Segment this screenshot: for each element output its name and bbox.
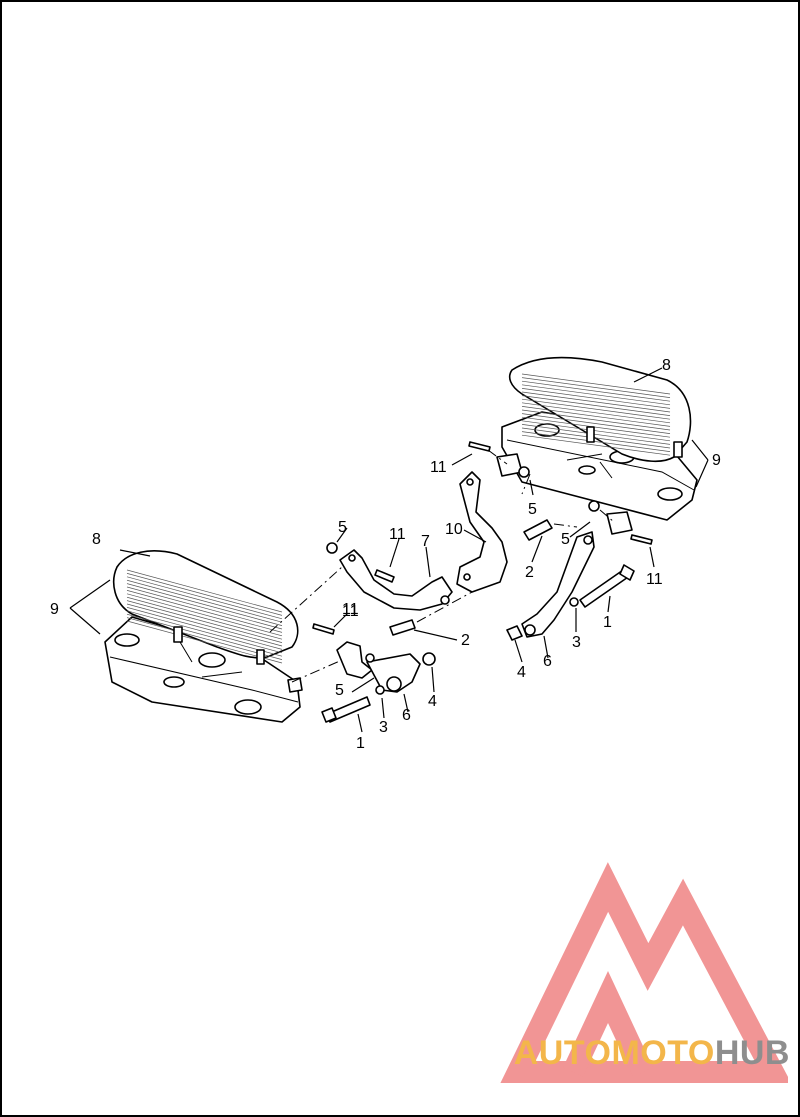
tread-rib [521, 424, 671, 445]
tread-rib [126, 593, 283, 637]
callout-1-left: 1 [356, 735, 365, 752]
center-arch-bracket [339, 549, 453, 611]
callout-11-center: 11 [389, 526, 406, 543]
watermark-hub: HUB [714, 1034, 790, 1072]
callout-3-right: 3 [572, 634, 581, 651]
right-support-arm [521, 531, 595, 638]
callout-3-left: 3 [379, 719, 388, 736]
tread-rib [126, 617, 283, 660]
callout-11-top: 11 [430, 459, 447, 476]
callout-8-right: 8 [662, 357, 671, 374]
callout-11-left: 11 [342, 601, 359, 618]
tread-rib [126, 583, 283, 626]
callout-5-lower-left: 5 [335, 682, 344, 699]
right-tread-ribs [521, 373, 671, 456]
tread-rib [126, 590, 283, 633]
callout-6-left: 6 [402, 707, 411, 724]
callout-1-right: 1 [603, 614, 612, 631]
left-tread-ribs [126, 569, 283, 664]
right-bolt-11a [468, 441, 491, 452]
tread-rib [521, 413, 671, 434]
automotohub-logo-icon [500, 862, 788, 1083]
tread-rib [521, 406, 671, 427]
center-bracket [456, 471, 508, 593]
tread-rib [126, 600, 283, 643]
watermark-text: AUTOMOTOHUB [514, 1034, 790, 1073]
callout-2-center: 2 [461, 632, 470, 649]
tread-rib [521, 398, 671, 420]
tread-rib [521, 402, 671, 424]
left-mount-bracket [336, 641, 373, 679]
center-bolt-2 [389, 619, 416, 636]
right-footboard-assembly [496, 356, 698, 535]
callout-5-center: 5 [338, 519, 347, 536]
callout-11-right: 11 [646, 571, 663, 588]
watermark-auto: AUTO [513, 1034, 612, 1072]
left-bolt-11 [312, 623, 335, 635]
callout-9-right: 9 [712, 452, 721, 469]
callout-9-left: 9 [50, 601, 59, 618]
tread-rib [126, 576, 283, 620]
tread-rib [521, 420, 671, 442]
callout-8-left: 8 [92, 531, 101, 548]
tread-rib [521, 380, 671, 402]
tread-rib [521, 431, 671, 452]
tread-rib [521, 409, 671, 431]
tread-rib [126, 586, 283, 630]
tread-rib [126, 613, 283, 657]
callout-11-lower-left: 11 [342, 603, 359, 620]
callout-7: 7 [421, 533, 430, 550]
callout-2-right: 2 [525, 564, 534, 581]
tread-rib [521, 434, 671, 456]
tread-rib [126, 610, 283, 654]
callout-4-right: 4 [517, 664, 526, 681]
tread-rib [521, 373, 671, 395]
callout-10: 10 [445, 521, 463, 538]
tread-rib [126, 607, 283, 650]
tread-rib [521, 391, 671, 413]
right-bolt-11b [630, 534, 653, 545]
tread-rib [521, 427, 671, 449]
right-bolt-2 [523, 519, 553, 541]
callout-6-right: 6 [543, 653, 552, 670]
left-footboard-assembly [104, 550, 303, 723]
tread-rib [126, 569, 283, 613]
tread-rib [126, 620, 283, 664]
tread-rib [126, 603, 283, 647]
tread-rib [521, 388, 671, 409]
tread-rib [126, 596, 283, 640]
tread-rib [521, 416, 671, 438]
watermark-moto: MOTO [611, 1034, 715, 1072]
tread-rib [521, 384, 671, 406]
callout-4-left: 4 [428, 693, 437, 710]
tread-rib [521, 395, 671, 416]
tread-rib [521, 377, 671, 398]
callout-5-top-right: 5 [528, 501, 537, 518]
tread-rib [126, 573, 283, 616]
tread-rib [126, 579, 283, 623]
callout-5-right: 5 [561, 531, 570, 548]
